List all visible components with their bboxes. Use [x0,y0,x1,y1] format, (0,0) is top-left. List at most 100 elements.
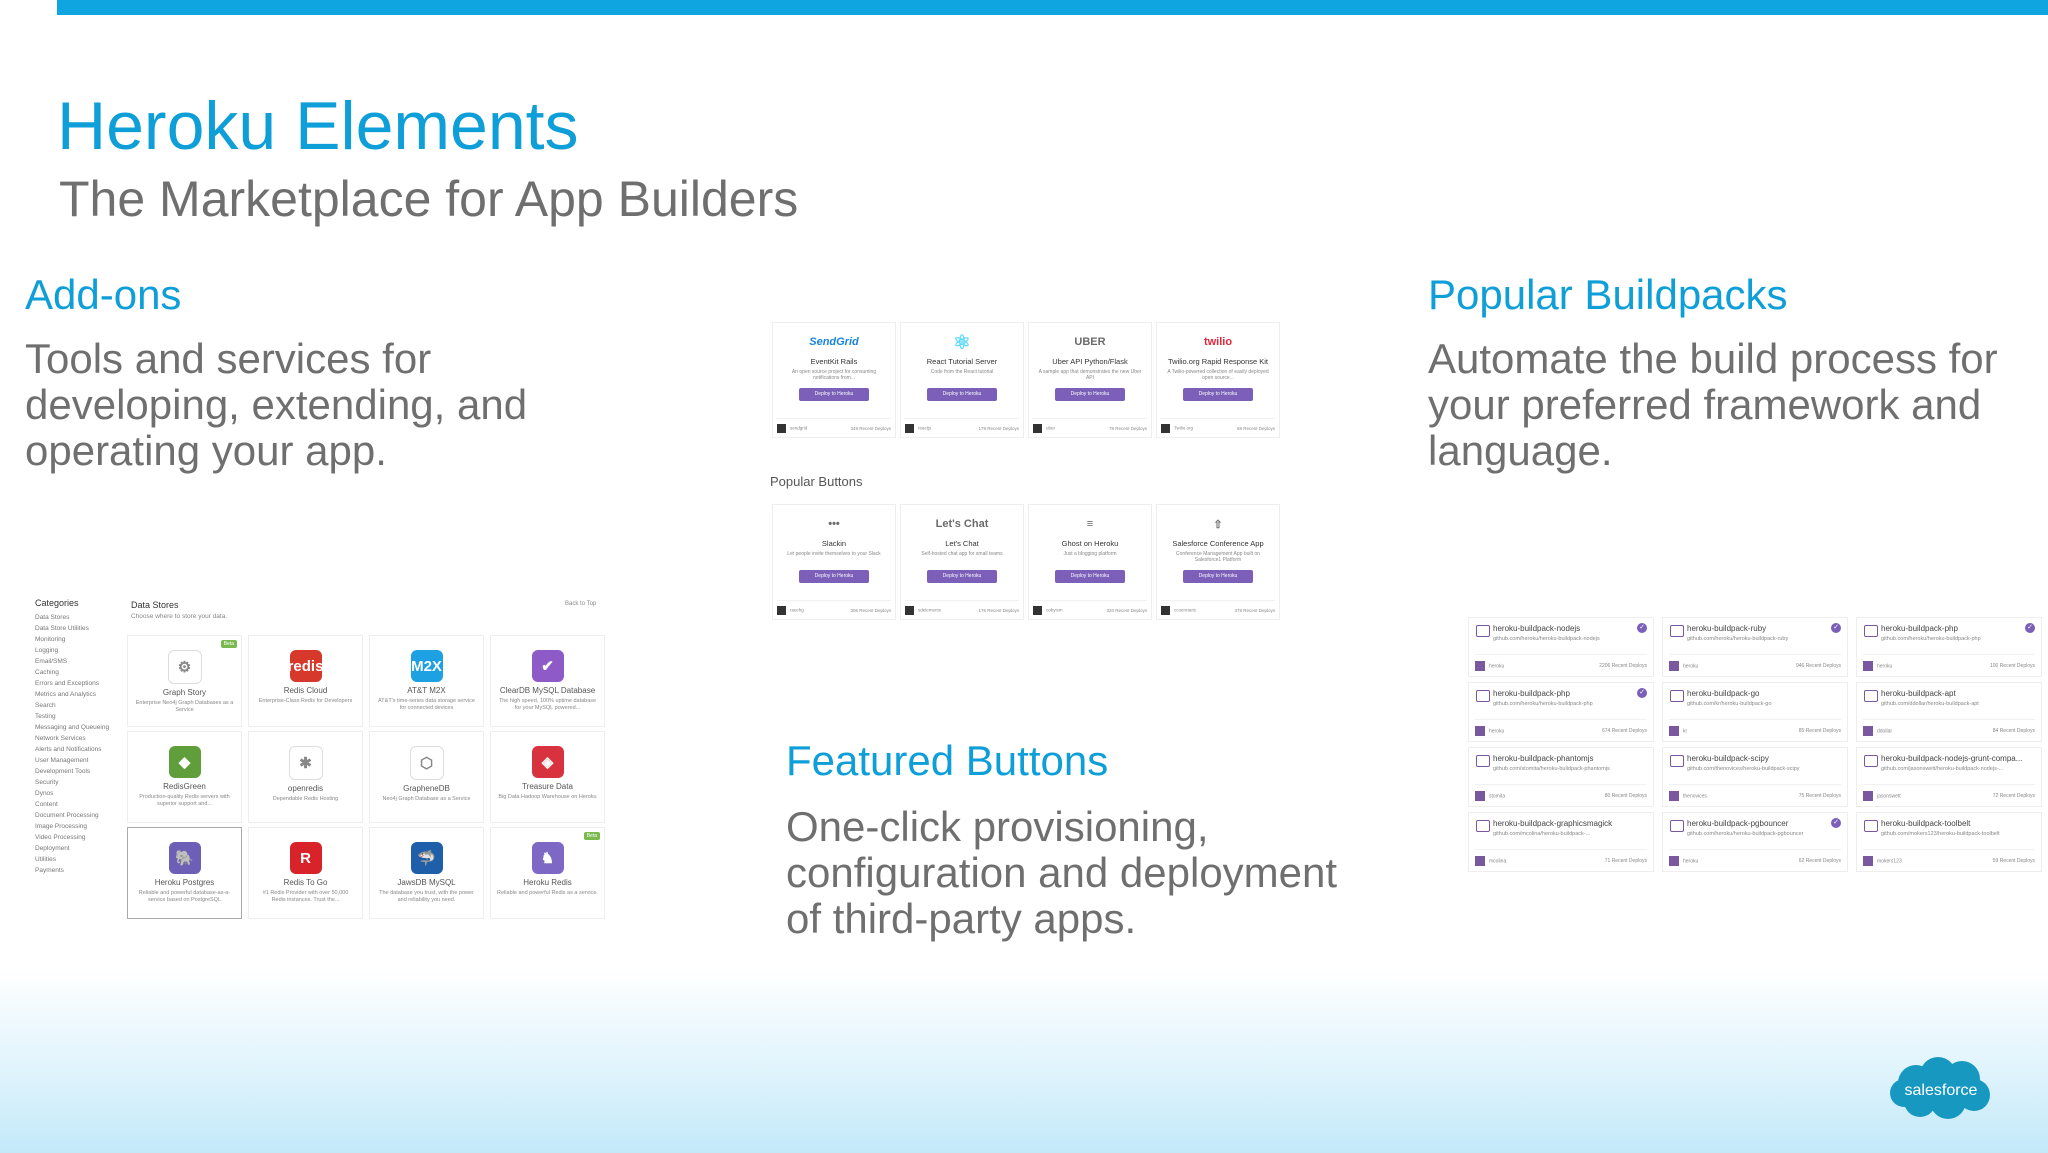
addon-name: AT&T M2X [407,686,446,695]
category-item[interactable]: User Management [35,757,89,764]
category-item[interactable]: Deployment [35,845,70,852]
buildpack-icon [1670,820,1684,832]
deploy-to-heroku-button[interactable]: Deploy to Heroku [799,570,869,583]
addon-name: Heroku Postgres [154,878,215,887]
buildpack-icon [1670,690,1684,702]
deploy-to-heroku-button[interactable]: Deploy to Heroku [927,388,997,401]
addons-description: Tools and services for developing, exten… [25,336,585,474]
deploy-to-heroku-button[interactable]: Deploy to Heroku [1183,388,1253,401]
category-item[interactable]: Dynos [35,790,54,797]
category-item[interactable]: Caching [35,669,59,676]
deploy-to-heroku-button[interactable]: Deploy to Heroku [1055,388,1125,401]
owner-avatar [777,424,786,433]
owner-avatar [1669,726,1679,736]
owner-avatar [1863,726,1873,736]
buildpack-name: heroku-buildpack-go [1687,689,1760,698]
owner-name: sendgrid [790,425,808,431]
category-item[interactable]: Data Store Utilities [35,625,89,632]
category-item[interactable]: Errors and Exceptions [35,680,99,687]
category-item[interactable]: Image Processing [35,823,88,830]
category-item[interactable]: Video Processing [35,834,86,841]
deploy-count: 84 Recent Deploys [1992,728,2035,734]
category-item[interactable]: Metrics and Analytics [35,691,97,698]
owner-name: cobyism [1046,607,1063,613]
featured-line: configuration and deployment [786,849,1338,896]
card-description: Just a blogging platform [1063,551,1117,557]
category-item[interactable]: Logging [35,647,59,654]
category-item[interactable]: Development Tools [35,768,91,775]
addons-line: developing, extending, and [25,381,528,428]
deploy-to-heroku-button[interactable]: Deploy to Heroku [1055,570,1125,583]
addon-description: Neo4j Graph Database as a Service [382,796,471,802]
buildpack-owner: stomita [1475,791,1505,801]
category-item[interactable]: Monitoring [35,636,66,643]
category-item[interactable]: Network Services [35,735,86,742]
back-to-top-link[interactable]: Back to Top [565,601,597,607]
category-item[interactable]: Data Stores [35,614,70,621]
buildpack-url: github.com/jasonswett/heroku-buildpack-n… [1881,766,2004,772]
owner-avatar [1669,856,1679,866]
verified-check-icon: ✓ [2025,623,2035,633]
category-item[interactable]: Email/SMS [35,658,68,665]
category-item[interactable]: Payments [35,867,64,874]
owner-avatar [1669,661,1679,671]
addon-icon: ◈ [531,746,564,778]
buildpack-owner: kr [1669,726,1687,736]
category-item[interactable]: Testing [35,713,56,720]
owner-name: thenovices [1683,793,1707,800]
category-item[interactable]: Document Processing [35,812,99,819]
buildpack-card[interactable]: heroku-buildpack-nodejs-grunt-compa...gi… [1856,747,2042,807]
owner-name: Twilio.org [1174,425,1194,431]
card-name: Salesforce Conference App [1172,539,1264,548]
category-item[interactable]: Search [35,702,56,709]
card-owner: cobyism [1033,606,1063,615]
category-item[interactable]: Alerts and Notifications [35,746,102,753]
category-item[interactable]: Content [35,801,58,808]
category-item[interactable]: Messaging and Queueing [35,724,110,731]
slide-subtitle: The Marketplace for App Builders [59,171,799,227]
buildpack-owner: thenovices [1669,791,1707,801]
deploy-to-heroku-button[interactable]: Deploy to Heroku [1183,570,1253,583]
category-item[interactable]: Security [35,779,59,786]
deploy-to-heroku-button[interactable]: Deploy to Heroku [927,570,997,583]
featured-line: of third-party apps. [786,895,1137,942]
buildpack-name: heroku-buildpack-apt [1881,689,1956,698]
buildpack-url: github.com/mcolina/heroku-buildpack-... [1493,831,1591,837]
deploy-to-heroku-button[interactable]: Deploy to Heroku [799,388,869,401]
category-item[interactable]: Utilities [35,856,56,863]
addon-icon: ✔ [531,650,564,682]
